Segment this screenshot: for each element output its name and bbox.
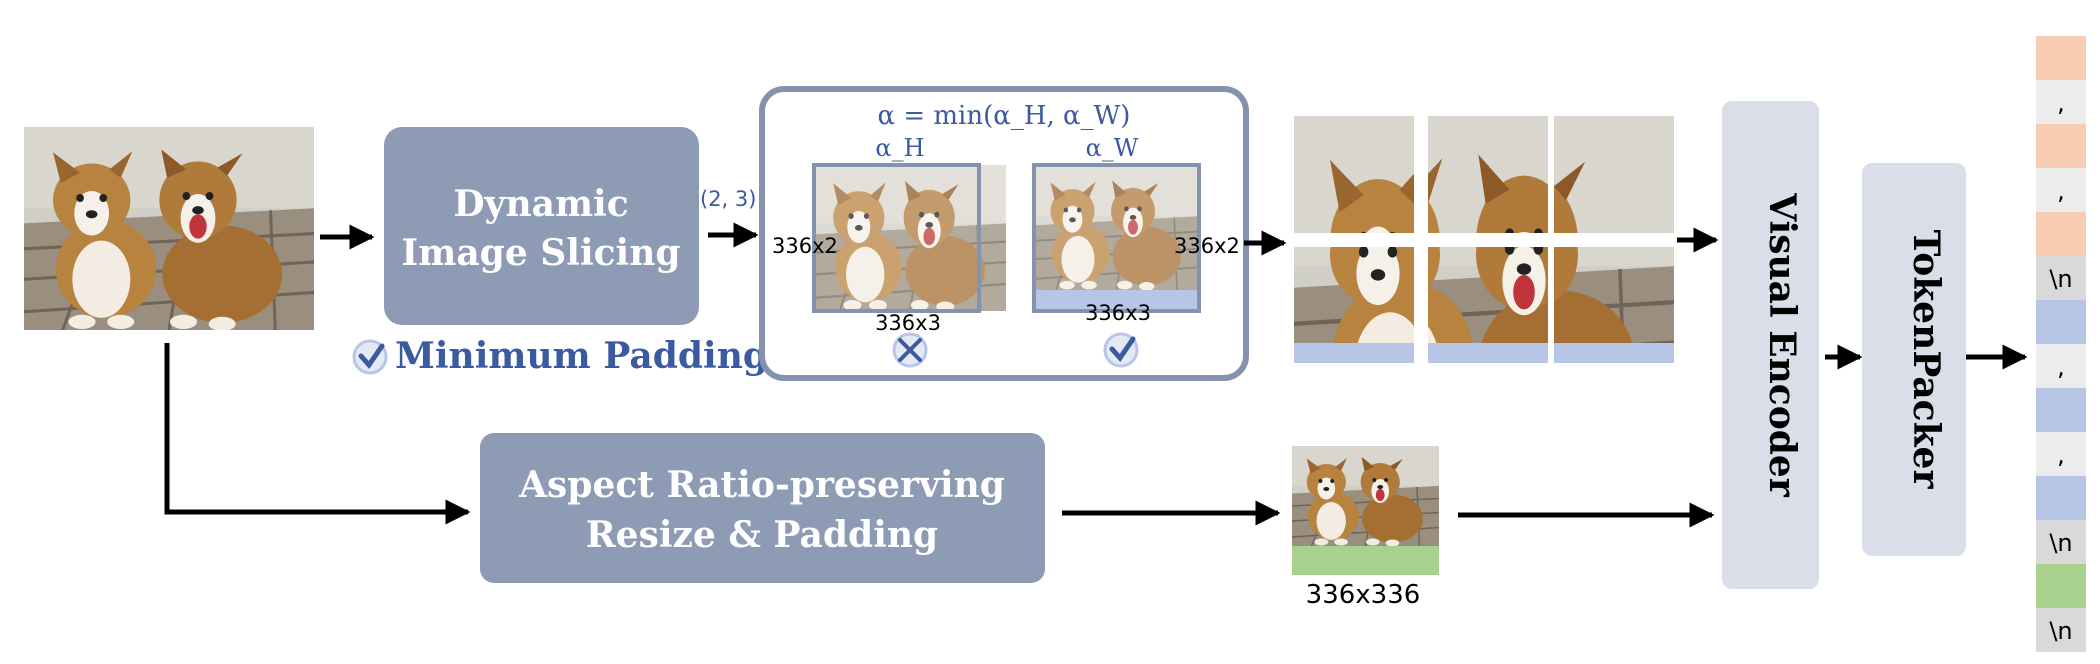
token-text: \n	[2049, 265, 2072, 293]
token-gray: ,	[2036, 432, 2086, 476]
token-darkgray: \n	[2036, 520, 2086, 564]
resize-line1: Aspect Ratio-preserving	[518, 464, 1005, 506]
token-blue	[2036, 476, 2086, 520]
padding-strip	[1428, 343, 1548, 363]
token-blue	[2036, 388, 2086, 432]
padding-strip	[1294, 343, 1414, 363]
alpha-h-side-label: 336x2	[772, 234, 838, 258]
resize-padding-box: Aspect Ratio-preserving Resize & Padding	[480, 433, 1045, 583]
dynamic-image-slicing-box: Dynamic Image Slicing	[384, 127, 699, 325]
token-text: ,	[2057, 89, 2065, 117]
alpha-w-title: α_W	[1086, 134, 1139, 162]
alpha-formula: α = min(α_H, α_W)	[878, 101, 1131, 131]
token-text: \n	[2049, 617, 2072, 645]
grid-label: (2, 3)	[700, 187, 756, 211]
cross-icon	[892, 332, 928, 368]
token-gray: ,	[2036, 80, 2086, 124]
checkmark-icon	[352, 339, 388, 375]
token-orange	[2036, 124, 2086, 168]
minimum-padding-text: Minimum Padding	[395, 335, 768, 377]
visual-encoder-label: Visual Encoder	[1761, 192, 1803, 498]
token-orange	[2036, 212, 2086, 256]
token-text: ,	[2057, 353, 2065, 381]
image-slices	[1294, 116, 1674, 363]
thumbnail-image	[1292, 446, 1439, 575]
alpha-w-option	[1032, 163, 1201, 313]
token-gray: ,	[2036, 168, 2086, 212]
alpha-selection-panel: α = min(α_H, α_W) α_H 336x2 336x3 α_W 33…	[759, 86, 1249, 381]
arrow-input-to-resize	[164, 343, 471, 525]
token-blue	[2036, 300, 2086, 344]
resize-line2: Resize & Padding	[586, 514, 938, 556]
thumbnail-size-label: 336x336	[1306, 580, 1421, 610]
input-image	[24, 127, 314, 330]
token-gray: ,	[2036, 344, 2086, 388]
alpha-h-option	[812, 163, 1006, 313]
token-orange	[2036, 36, 2086, 80]
alpha-w-side-label: 336x2	[1174, 234, 1240, 258]
padding-strip	[1034, 290, 1199, 311]
output-token-sequence: ,, \n,, \n \n	[2036, 36, 2086, 652]
token-packer-block: TokenPacker	[1862, 163, 1966, 556]
token-text: ,	[2057, 441, 2065, 469]
token-text: ,	[2057, 177, 2065, 205]
alpha-h-title: α_H	[875, 134, 924, 162]
token-green	[2036, 564, 2086, 608]
token-darkgray: \n	[2036, 256, 2086, 300]
token-darkgray: \n	[2036, 608, 2086, 652]
checkmark-icon	[1103, 332, 1139, 368]
alpha-h-bottom-label: 336x3	[875, 311, 941, 335]
padding-strip	[1554, 343, 1674, 363]
alpha-w-bottom-label: 336x3	[1085, 301, 1151, 325]
token-packer-label: TokenPacker	[1905, 230, 1947, 490]
minimum-padding-label: Minimum Padding	[352, 335, 768, 377]
slicing-line1: Dynamic	[453, 183, 628, 225]
token-text: \n	[2049, 529, 2072, 557]
visual-encoder-block: Visual Encoder	[1722, 101, 1819, 589]
padding-strip	[1292, 546, 1439, 575]
slicing-line2: Image Slicing	[401, 232, 680, 274]
